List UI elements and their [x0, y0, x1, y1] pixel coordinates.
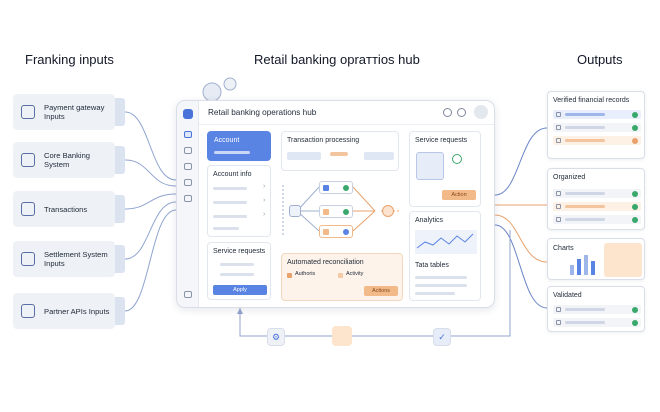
inputs-heading: Franking inputs	[25, 52, 114, 67]
input-card-partner-apis: Partner APIs Inputs	[13, 293, 125, 329]
account-panel[interactable]: Account	[207, 131, 271, 161]
bank-nav-icon[interactable]	[184, 163, 192, 170]
charts-title: Charts	[553, 245, 574, 252]
input-label: Payment gateway Inputs	[44, 103, 105, 121]
apply-button[interactable]: Apply	[213, 285, 267, 295]
shield-check-icon: ✓	[433, 328, 451, 346]
input-card-transactions: Transactions	[13, 191, 125, 227]
transaction-processing-panel: Transaction processing	[281, 131, 399, 171]
reconciliation-panel: Automated reconciliation Authoris Activi…	[281, 253, 403, 301]
account-info-panel: Account info › › ›	[207, 165, 271, 237]
settings-icon[interactable]	[184, 195, 192, 202]
settings-gear-icon: ⚙	[267, 328, 285, 346]
logout-icon[interactable]	[184, 291, 192, 298]
hub-app-window: Retail banking operations hub Account Ac…	[176, 100, 495, 308]
input-label: Core Banking System	[44, 151, 91, 169]
tata-tables-title: Tata tables	[415, 262, 449, 269]
app-title: Retail banking operations hub	[208, 108, 317, 117]
recon-tag-authoris: Authoris	[295, 271, 316, 277]
organized-title: Organized	[553, 174, 586, 181]
orange-tile-icon	[332, 326, 352, 346]
validated-title: Validated	[553, 292, 582, 299]
flow-node	[319, 205, 353, 218]
source-node-icon	[289, 205, 301, 217]
hub-heading: Retail banking opraттiоs hub	[254, 52, 420, 67]
flow-node	[319, 181, 353, 194]
bell-icon[interactable]	[457, 108, 466, 117]
input-card-payment-gateway: Payment gateway Inputs	[13, 94, 125, 130]
verified-title: Verified financial records	[553, 97, 630, 104]
charts-bar-icon	[570, 255, 595, 275]
analytics-title: Analytics	[415, 217, 444, 224]
input-card-core-banking: Core Banking System	[13, 142, 125, 178]
document-icon	[416, 152, 444, 180]
account-info-title: Account info	[213, 171, 252, 178]
transaction-processing-title: Transaction processing	[287, 137, 360, 144]
app-logo-icon	[183, 109, 193, 119]
home-icon[interactable]	[184, 131, 192, 138]
service-requests-title: Service requests	[213, 248, 266, 255]
action-button[interactable]: Action	[442, 190, 476, 200]
top-bar: Retail banking operations hub	[199, 101, 494, 125]
input-label: Partner APIs Inputs	[44, 306, 110, 316]
input-label: Transactions	[44, 204, 88, 214]
analytics-panel: Analytics Tata tables	[409, 211, 481, 301]
reports-icon[interactable]	[184, 179, 192, 186]
card-icon	[21, 105, 35, 119]
flow-node	[319, 225, 353, 238]
users-icon[interactable]	[184, 147, 192, 154]
service-reqests-panel: Service requests Action	[409, 131, 481, 207]
shield-icon[interactable]	[443, 108, 452, 117]
outputs-heading: Outputs	[577, 52, 623, 67]
input-label: Settlement System Inputs	[44, 250, 108, 268]
input-card-settlement: Settlement System Inputs	[13, 241, 125, 277]
merge-node-icon	[382, 205, 394, 217]
output-validated: Validated	[547, 286, 645, 332]
output-verified-records: Verified financial records	[547, 91, 645, 159]
database-icon	[21, 252, 35, 266]
bank-icon	[21, 153, 35, 167]
actions-button[interactable]: Actions	[364, 286, 398, 296]
output-organized: Organized	[547, 168, 645, 230]
arrows-icon	[21, 202, 35, 216]
check-icon	[452, 154, 462, 164]
reconciliation-title: Automated reconciliation	[287, 259, 364, 266]
charts-area-icon	[604, 243, 642, 277]
recon-tag-activity: Activity	[346, 271, 364, 277]
output-charts: Charts	[547, 238, 645, 280]
account-title: Account	[214, 137, 240, 144]
side-rail	[177, 101, 199, 307]
avatar[interactable]	[474, 105, 488, 119]
analytics-line-chart	[415, 230, 477, 254]
gear-icon	[21, 304, 35, 318]
service-requests-panel: Service requests Apply	[207, 242, 271, 300]
service-reqests-title: Service requests	[415, 137, 468, 144]
